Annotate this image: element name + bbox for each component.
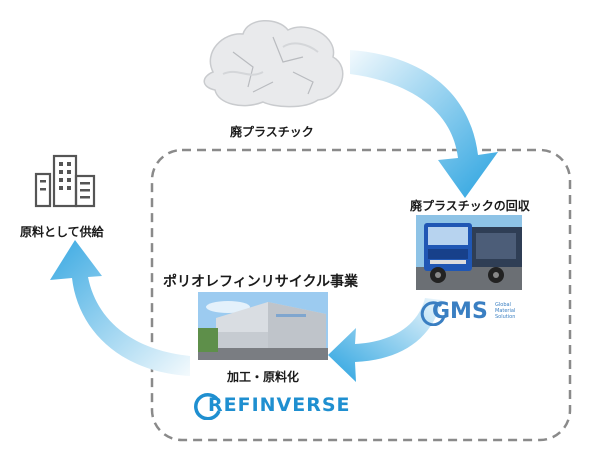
- label-business: ポリオレフィンリサイクル事業: [163, 274, 359, 290]
- plastic-waste-photo: [193, 12, 353, 112]
- factory-photo: [198, 292, 328, 360]
- refinverse-logo: REFINVERSE: [194, 391, 350, 421]
- label-processing: 加工・原料化: [227, 370, 300, 384]
- truck-photo: [416, 215, 522, 290]
- label-collection: 廃プラスチックの回収: [410, 199, 530, 213]
- arrow-collection: [350, 50, 498, 198]
- arrow-supply: [50, 240, 190, 376]
- refinverse-logo-text: REFINVERSE: [208, 394, 351, 416]
- process-boundary: [150, 148, 572, 442]
- gms-logo: GMS Global Material Solution: [420, 298, 530, 328]
- label-waste-plastic: 廃プラスチック: [230, 125, 314, 139]
- label-supply: 原料として供給: [20, 225, 104, 239]
- building-icon: [32, 152, 98, 208]
- gms-logo-text: GMS: [432, 299, 488, 324]
- arrow-processing: [328, 298, 442, 382]
- gms-logo-tagline: Global Material Solution: [495, 302, 516, 320]
